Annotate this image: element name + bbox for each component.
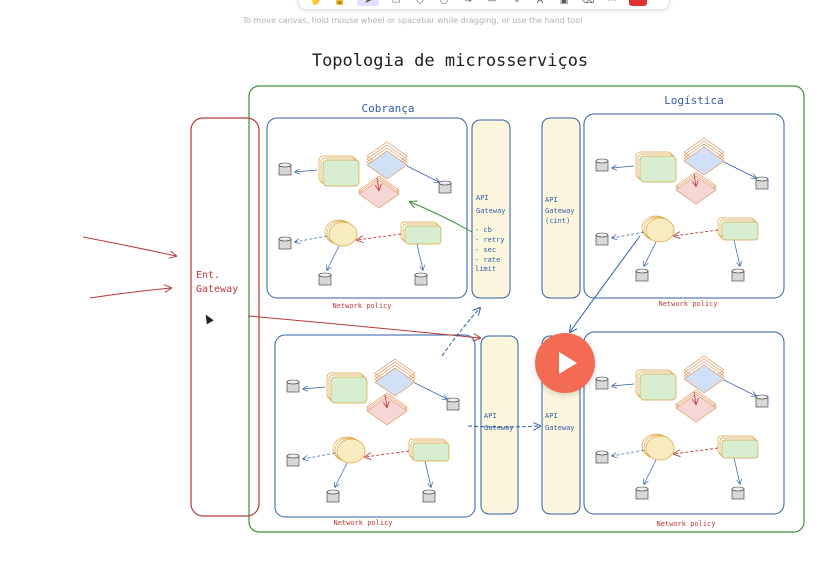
ingress-shape bbox=[721, 439, 759, 459]
gateway-to-cluster-arrow[interactable] bbox=[247, 315, 480, 338]
deployment-shape bbox=[683, 146, 725, 176]
dependency-arrow bbox=[335, 462, 348, 487]
quadrant-label-logistica: Logística bbox=[664, 94, 724, 107]
traffic-arrow bbox=[674, 229, 719, 236]
api-gateway-3[interactable] bbox=[480, 335, 519, 515]
dependency-arrow bbox=[295, 235, 328, 242]
dependency-arrow bbox=[327, 245, 340, 270]
dependency-arrow bbox=[723, 161, 756, 178]
canvas-hint: To move canvas, hold mouse wheel or spac… bbox=[242, 16, 583, 25]
hpa-shape bbox=[328, 221, 358, 247]
hpa-shape bbox=[645, 435, 675, 461]
dependency-arrow bbox=[414, 382, 447, 399]
api-gateway-1-notes: - cb - retry - sec - rate limit bbox=[475, 226, 509, 273]
dependency-arrow bbox=[303, 452, 336, 459]
selection-tool-icon[interactable]: ➤ bbox=[357, 0, 379, 6]
dependency-arrow bbox=[303, 387, 326, 389]
network-policy-label: Network policy bbox=[333, 519, 392, 527]
hpa-shape bbox=[645, 217, 675, 243]
traffic-arrow bbox=[385, 394, 387, 407]
traffic-arrow bbox=[357, 233, 402, 240]
diamond-tool-icon[interactable]: ◇ bbox=[416, 0, 424, 6]
play-button[interactable] bbox=[535, 333, 595, 393]
service-quadrant[interactable]: Network policy bbox=[583, 331, 785, 528]
incoming-arrow-2[interactable] bbox=[89, 288, 171, 299]
gateway-note-arrow[interactable] bbox=[410, 202, 473, 233]
service-shape bbox=[366, 396, 408, 426]
dependency-arrow bbox=[416, 243, 423, 270]
text-tool-icon[interactable]: A bbox=[536, 0, 544, 6]
cluster-boundary[interactable] bbox=[248, 85, 805, 533]
service-quadrant[interactable]: Network policy bbox=[266, 117, 468, 310]
service-shape bbox=[358, 179, 400, 209]
traffic-arrow bbox=[377, 177, 379, 190]
drawing-toolbar: ✋ 🔒 ➤ ▭ ◇ ○ → — ✎ A ▣ ⌫ ⋯ bbox=[298, 0, 670, 10]
service-shape bbox=[675, 393, 717, 423]
api-gateway-1[interactable] bbox=[471, 119, 511, 299]
dependency-arrow bbox=[612, 166, 635, 168]
diagram-title: Topologia de microsserviços bbox=[312, 51, 588, 71]
hand-tool-icon[interactable]: ✋ bbox=[310, 0, 322, 6]
arrow-tool-icon[interactable]: → bbox=[464, 0, 472, 6]
deployment-shape bbox=[366, 150, 408, 180]
extra-tools-icon[interactable]: ⋯ bbox=[607, 0, 617, 6]
dependency-arrow bbox=[406, 165, 439, 182]
service-shape bbox=[675, 175, 717, 205]
dependency-arrow bbox=[424, 460, 431, 487]
ingress-shape bbox=[412, 442, 450, 462]
ingress-shape bbox=[404, 225, 442, 245]
eraser-tool-icon[interactable]: ⌫ bbox=[581, 0, 595, 6]
ingress-shape bbox=[721, 221, 759, 241]
api-gateway-4-label: API Gateway bbox=[545, 412, 575, 432]
cross-arrow-up[interactable] bbox=[441, 308, 480, 357]
deployment-shape bbox=[683, 364, 725, 394]
dependency-arrow bbox=[295, 170, 318, 172]
pod-shape bbox=[639, 373, 677, 401]
pod-shape bbox=[330, 376, 368, 404]
hpa-shape bbox=[336, 438, 366, 464]
deployment-shape bbox=[374, 367, 416, 397]
cross-arrow-diag[interactable] bbox=[570, 235, 641, 332]
dependency-arrow bbox=[612, 231, 645, 238]
dependency-arrow bbox=[644, 241, 657, 266]
dependency-arrow bbox=[644, 459, 657, 484]
lock-tool-icon[interactable]: 🔒 bbox=[334, 0, 346, 6]
dependency-arrow bbox=[733, 457, 740, 484]
traffic-arrow bbox=[694, 391, 696, 404]
dependency-arrow bbox=[612, 449, 645, 456]
rectangle-tool-icon[interactable]: ▭ bbox=[391, 0, 401, 6]
dependency-arrow bbox=[612, 384, 635, 386]
pod-shape bbox=[322, 159, 360, 187]
dependency-arrow bbox=[733, 239, 740, 266]
traffic-arrow bbox=[674, 447, 719, 454]
traffic-arrow bbox=[365, 450, 410, 457]
network-policy-label: Network policy bbox=[658, 300, 717, 308]
line-tool-icon[interactable]: — bbox=[487, 0, 497, 6]
service-quadrant[interactable]: Network policy bbox=[274, 334, 476, 527]
api-gateway-3-label: API Gateway bbox=[484, 412, 514, 432]
network-policy-label: Network policy bbox=[656, 520, 715, 528]
api-gateway-2-label: API Gateway (cint) bbox=[545, 196, 579, 225]
image-tool-icon[interactable]: ▣ bbox=[559, 0, 569, 6]
color-swatch-icon[interactable] bbox=[629, 0, 647, 6]
pod-shape bbox=[639, 155, 677, 183]
service-quadrant[interactable]: Network policy bbox=[583, 113, 785, 308]
cross-arrow-horizontal[interactable] bbox=[467, 426, 540, 427]
incoming-arrow-1[interactable] bbox=[82, 236, 176, 256]
traffic-arrow bbox=[694, 173, 696, 186]
quadrant-label-cobranca: Cobrança bbox=[362, 102, 415, 115]
dependency-arrow bbox=[723, 379, 756, 396]
enterprise-gateway-label: Ent. Gateway bbox=[196, 270, 238, 295]
api-gateway-1-label: API Gateway bbox=[476, 194, 506, 215]
network-policy-label: Network policy bbox=[332, 302, 391, 310]
draw-tool-icon[interactable]: ✎ bbox=[512, 0, 520, 6]
api-gateway-2[interactable] bbox=[541, 117, 581, 299]
ellipse-tool-icon[interactable]: ○ bbox=[440, 0, 448, 6]
